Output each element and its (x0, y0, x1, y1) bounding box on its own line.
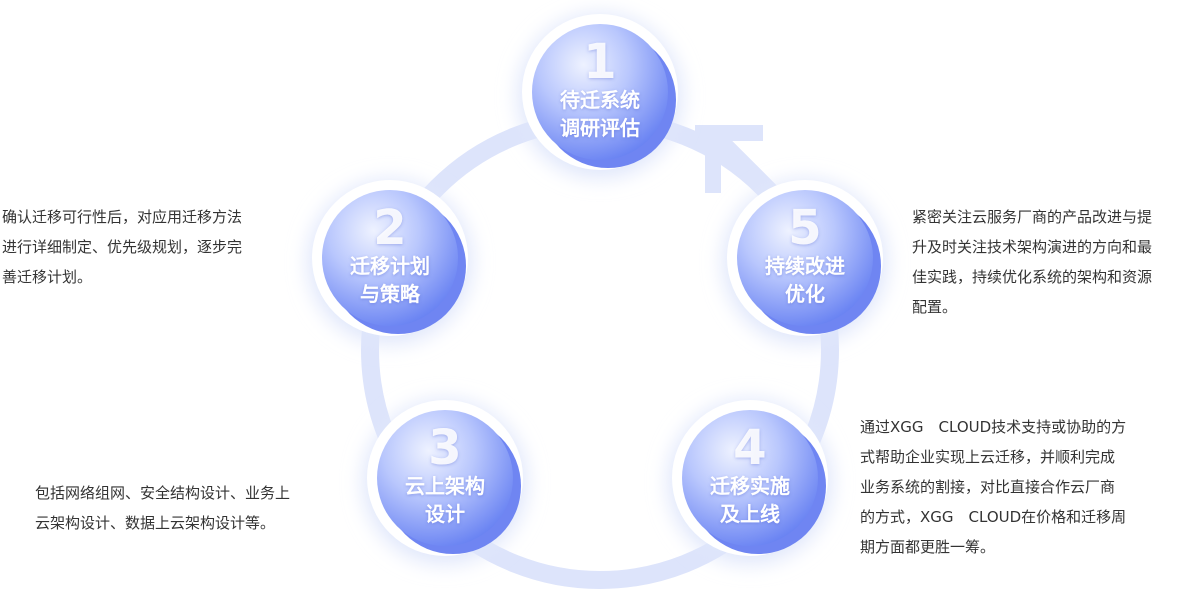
step-2-description: 确认迁移可行性后，对应用迁移方法 进行详细制定、优先级规划，逐步完 善迁移计划。 (2, 208, 243, 286)
step-number: 4 (733, 420, 766, 476)
step-number: 1 (583, 34, 616, 90)
step-title-line-2: 设计 (425, 502, 465, 526)
step-node-disc (377, 410, 513, 546)
step-title-line-2: 调研评估 (560, 116, 640, 140)
step-title-line-1: 迁移计划 (350, 254, 430, 278)
step-title-line-2: 及上线 (720, 502, 780, 526)
step-node-disc (737, 190, 873, 326)
step-node-disc (322, 190, 458, 326)
step-title-line-2: 与策略 (360, 282, 421, 306)
step-4-description: 通过XGG CLOUD技术支持或协助的方 式帮助企业实现上云迁移，并顺利完成 业… (860, 418, 1127, 556)
step-title-line-1: 待迁系统 (560, 88, 640, 112)
step-title-line-1: 云上架构 (405, 474, 485, 498)
step-title-line-2: 优化 (785, 282, 825, 306)
step-title-line-1: 迁移实施 (710, 474, 790, 498)
step-5-description: 紧密关注云服务厂商的产品改进与提 升及时关注技术架构演进的方向和最 佳实践，持续… (912, 208, 1153, 316)
step-node-disc (682, 410, 818, 546)
step-node-disc (532, 24, 668, 160)
step-title-line-1: 持续改进 (765, 254, 845, 278)
step-number: 2 (373, 200, 406, 256)
step-number: 3 (428, 420, 461, 476)
cycle-arrow-icon (695, 125, 778, 198)
step-3-description: 包括网络组网、安全结构设计、业务上 云架构设计、数据上云架构设计等。 (35, 484, 291, 532)
step-number: 5 (788, 200, 821, 256)
